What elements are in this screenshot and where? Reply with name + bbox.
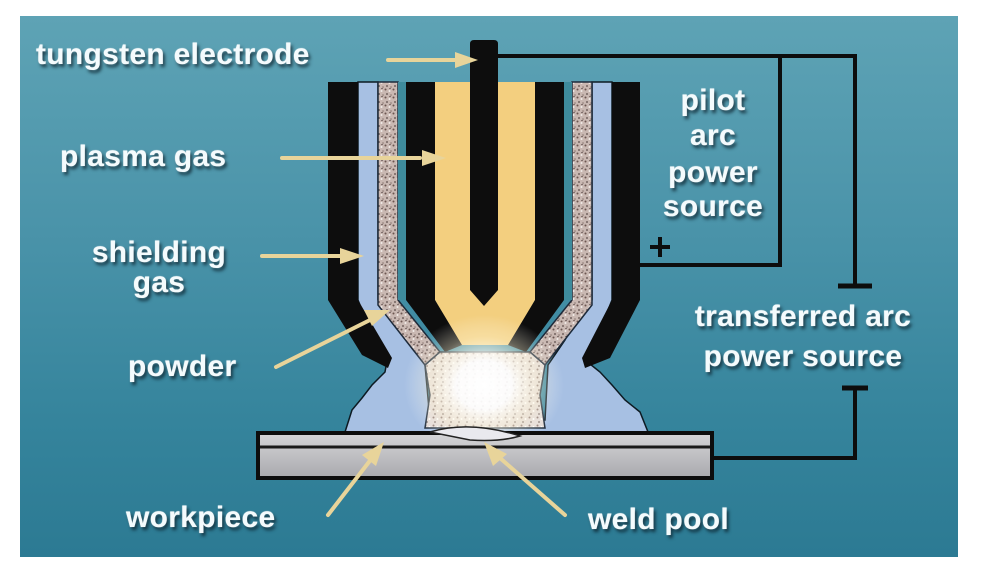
label-pilot-line3: power [668, 156, 758, 189]
torch-illustration [256, 40, 872, 517]
arc-glow [404, 315, 564, 455]
label-tungsten-electrode: tungsten electrode [36, 38, 310, 71]
label-pilot-line1: pilot [680, 84, 746, 117]
inner-nozzle-left [406, 82, 462, 352]
outer-nozzle-right [582, 82, 640, 368]
transferred-arc-terminals [838, 283, 872, 391]
circuit-wires [498, 54, 857, 460]
label-shielding-gas-line2: gas [132, 266, 186, 299]
diagram-canvas [20, 16, 958, 557]
label-weld-pool: weld pool [588, 503, 730, 536]
weld-bead [429, 426, 523, 442]
label-plasma-gas: plasma gas [60, 140, 227, 173]
label-arrows [260, 52, 567, 517]
label-transferred-arc-line1: transferred arc [694, 300, 912, 333]
label-workpiece: workpiece [126, 501, 276, 534]
label-transferred-arc-line2: power source [703, 340, 903, 373]
label-powder: powder [128, 350, 237, 383]
label-shielding-gas-line1: shielding [91, 236, 227, 269]
label-pilot-line4: source [662, 190, 764, 223]
label-pilot-line2: arc [690, 119, 736, 152]
inner-nozzle-right [508, 82, 564, 352]
plus-sign-icon [650, 237, 670, 257]
outer-nozzle-left [328, 82, 392, 368]
tungsten-electrode [470, 40, 498, 306]
